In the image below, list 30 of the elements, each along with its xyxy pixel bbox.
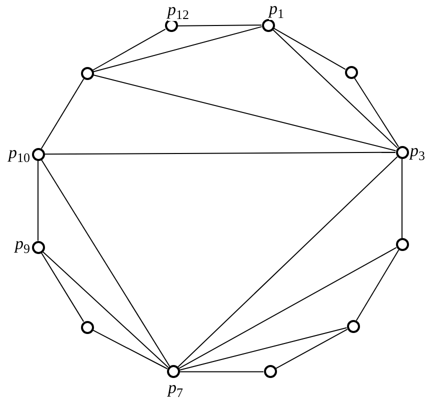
edge-line	[92, 26, 262, 72]
edge-line	[354, 77, 399, 148]
edge-line	[178, 247, 397, 370]
vertex-circle	[262, 18, 274, 32]
edge-line	[275, 328, 348, 370]
edge-line	[273, 28, 346, 70]
edge-line	[178, 327, 348, 371]
vertex-circle	[344, 66, 358, 79]
edge-line	[44, 152, 396, 155]
vertex-circle	[346, 320, 360, 333]
vertex-circle	[396, 146, 408, 159]
edge-line	[356, 250, 400, 322]
edge-line	[179, 371, 264, 372]
vertex-circle	[396, 238, 408, 251]
edge-line	[92, 74, 396, 152]
edge-line	[92, 28, 166, 71]
vertex-circle	[32, 240, 44, 254]
edge-line	[177, 156, 398, 368]
edge-line	[177, 24, 262, 26]
vertex-circle	[32, 148, 44, 161]
edge-line	[92, 330, 168, 370]
vertex-circle	[80, 66, 94, 80]
edge-line	[40, 159, 170, 367]
edge-line	[272, 28, 398, 148]
vertex-circle	[264, 365, 276, 378]
vertex-circle	[166, 365, 180, 378]
edge-line	[42, 251, 169, 368]
edge-line	[40, 252, 84, 322]
vertex-circle	[80, 320, 94, 334]
edge-line	[40, 78, 84, 150]
